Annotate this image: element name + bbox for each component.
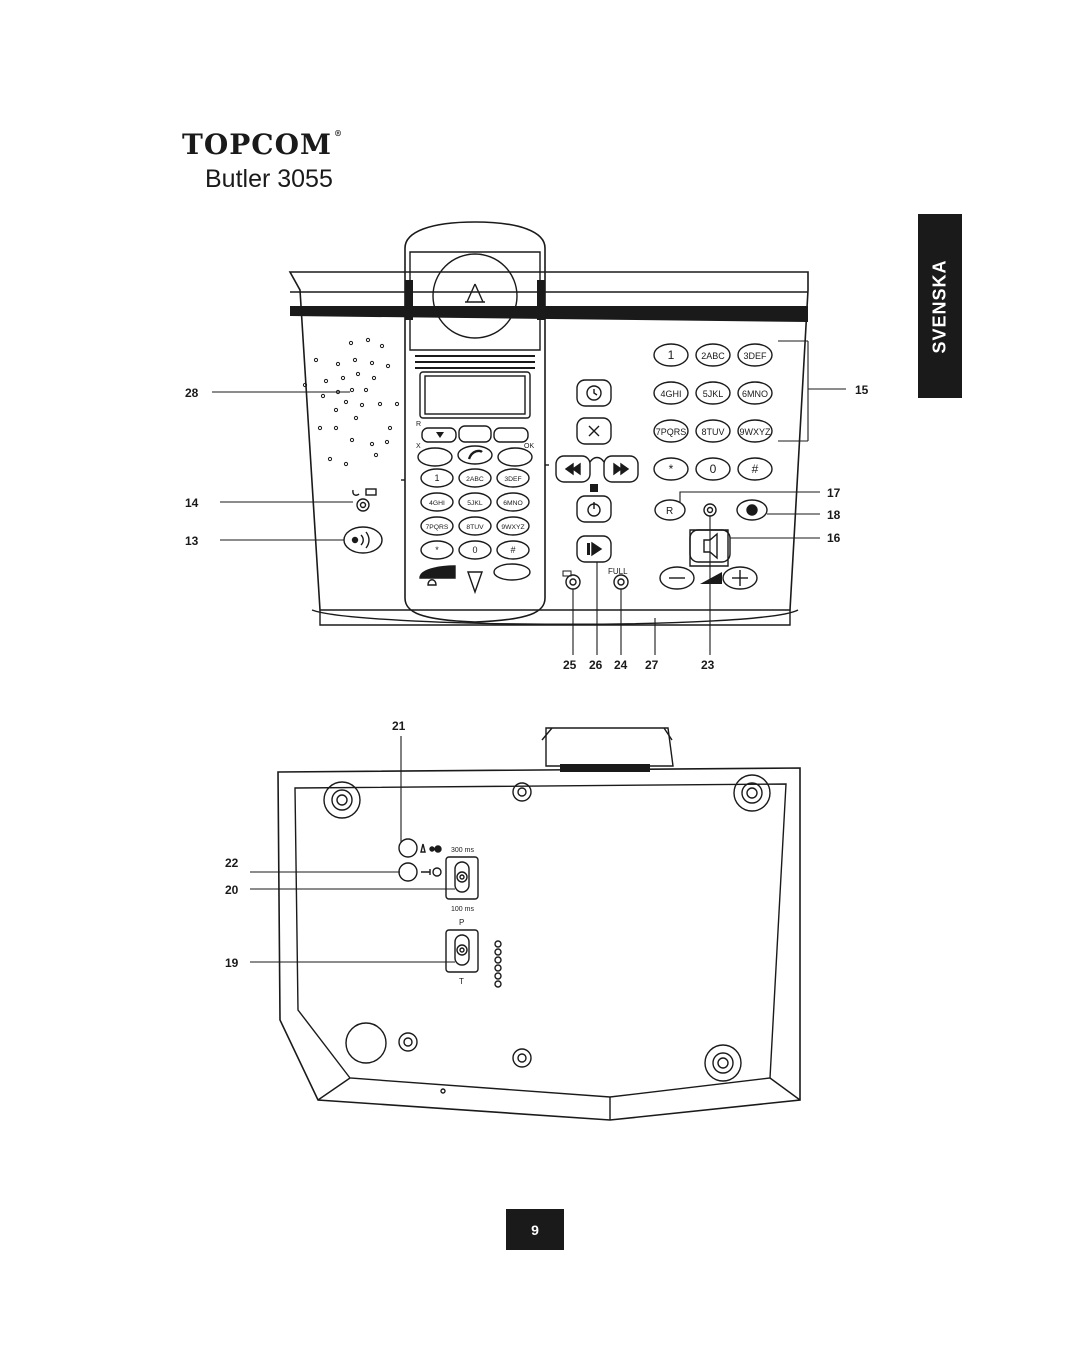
label-300ms: 300 ms	[451, 847, 474, 854]
handset	[401, 221, 549, 623]
handset-key-label: 1	[434, 473, 439, 483]
callout-23: 23	[701, 658, 715, 672]
base-key-outline	[695, 381, 731, 405]
top-callout-numbers: 28 14 13 15 17 18 16 25 26 24 27 23	[185, 383, 869, 672]
callout-lines	[212, 340, 846, 655]
base-key-label: 5JKL	[703, 389, 724, 399]
handset-key-outline	[496, 492, 530, 512]
switch-labels: 300 ms 100 ms P T	[451, 847, 474, 986]
handset-key-label: 8TUV	[466, 524, 484, 531]
handset-keypad: 1 2ABC 3DEF 4GHI 5JKL 6MNO 7PQRS 8TUV 9WXYZ * 0 #	[420, 468, 530, 560]
callout-18: 18	[827, 508, 841, 522]
base-key-label: 0	[710, 462, 717, 476]
base-key-outline	[737, 343, 773, 367]
handset-key-label: 6MNO	[503, 500, 523, 507]
base-key-outline	[653, 381, 689, 405]
callout-22: 22	[225, 856, 239, 870]
handset-r-label: R	[416, 421, 421, 428]
base-key-outline	[737, 419, 773, 443]
handset-key-label: 3DEF	[504, 476, 521, 483]
label-100ms: 100 ms	[451, 906, 474, 913]
callout-25: 25	[563, 658, 577, 672]
brand-logo: TOPCOM®	[182, 128, 343, 161]
callout-21: 21	[392, 719, 406, 733]
handset-key-label: 9WXYZ	[501, 524, 524, 531]
base-key-label: #	[752, 462, 759, 476]
answering-machine-keys	[555, 379, 639, 590]
callout-26: 26	[589, 658, 603, 672]
callout-14: 14	[185, 496, 199, 510]
handset-key-outline	[458, 468, 492, 488]
callout-24: 24	[614, 658, 628, 672]
label-p: P	[459, 918, 464, 927]
speaker-grille	[302, 337, 400, 467]
base-key-label: 3DEF	[743, 351, 767, 361]
handset-key-label: 0	[472, 545, 477, 555]
handset-key-outline	[420, 516, 454, 536]
callout-20: 20	[225, 883, 239, 897]
base-key-outline	[653, 343, 689, 367]
callout-19: 19	[225, 956, 239, 970]
bottom-callout-lines	[250, 736, 455, 963]
base-key-outline	[695, 457, 731, 481]
base-key-label: 4GHI	[660, 389, 681, 399]
callout-17: 17	[827, 486, 841, 500]
base-station-top-view	[288, 271, 809, 626]
base-key-label: 6MNO	[742, 389, 768, 399]
label-t: T	[459, 977, 464, 986]
base-key-outline	[737, 457, 773, 481]
base-key-outline	[695, 343, 731, 367]
base-key-outline	[653, 419, 689, 443]
full-label: FULL	[608, 567, 628, 576]
handset-key-outline	[420, 492, 454, 512]
base-key-label: 9WXYZ	[739, 427, 771, 437]
handset-ok-label: OK	[524, 443, 534, 450]
callout-28: 28	[185, 386, 199, 400]
model-name: Butler 3055	[205, 165, 333, 193]
handset-key-outline	[458, 516, 492, 536]
bottom-callout-numbers: 21 22 20 19	[225, 719, 406, 970]
base-key-outline	[695, 419, 731, 443]
handset-key-outline	[420, 468, 454, 488]
callout-16: 16	[827, 531, 841, 545]
handset-key-label: 7PQRS	[426, 524, 449, 531]
base-key-label: 7PQRS	[656, 427, 687, 437]
handset-key-label: *	[435, 545, 439, 555]
base-key-label: 2ABC	[701, 351, 725, 361]
base-key-label: 8TUV	[701, 427, 724, 437]
language-tab: SVENSKA	[918, 214, 962, 398]
base-keypad: 1 2ABC 3DEF 4GHI 5JKL 6MNO 7PQRS 8TUV 9WXYZ * 0 #	[653, 343, 773, 481]
callout-27: 27	[645, 658, 659, 672]
base-key-label: 1	[668, 348, 675, 362]
callout-13: 13	[185, 534, 199, 548]
base-function-keys	[654, 499, 768, 590]
handset-x-label: X	[416, 443, 421, 450]
intercom-page-keys	[343, 488, 383, 554]
handset-key-outline	[496, 516, 530, 536]
handset-key-label: 2ABC	[466, 476, 484, 483]
handset-key-label: #	[510, 545, 515, 555]
callout-15: 15	[855, 383, 869, 397]
handset-key-outline	[420, 540, 454, 560]
base-station-bottom-view	[277, 727, 801, 1121]
handset-key-outline	[458, 540, 492, 560]
page-number: 9	[506, 1209, 564, 1250]
base-key-outline	[737, 381, 773, 405]
handset-key-outline	[496, 540, 530, 560]
handset-key-outline	[458, 492, 492, 512]
handset-key-outline	[496, 468, 530, 488]
base-key-outline	[653, 457, 689, 481]
base-key-label: *	[669, 462, 674, 476]
r-key-label: R	[666, 506, 673, 517]
handset-key-label: 5JKL	[467, 500, 483, 507]
handset-key-label: 4GHI	[429, 500, 445, 507]
